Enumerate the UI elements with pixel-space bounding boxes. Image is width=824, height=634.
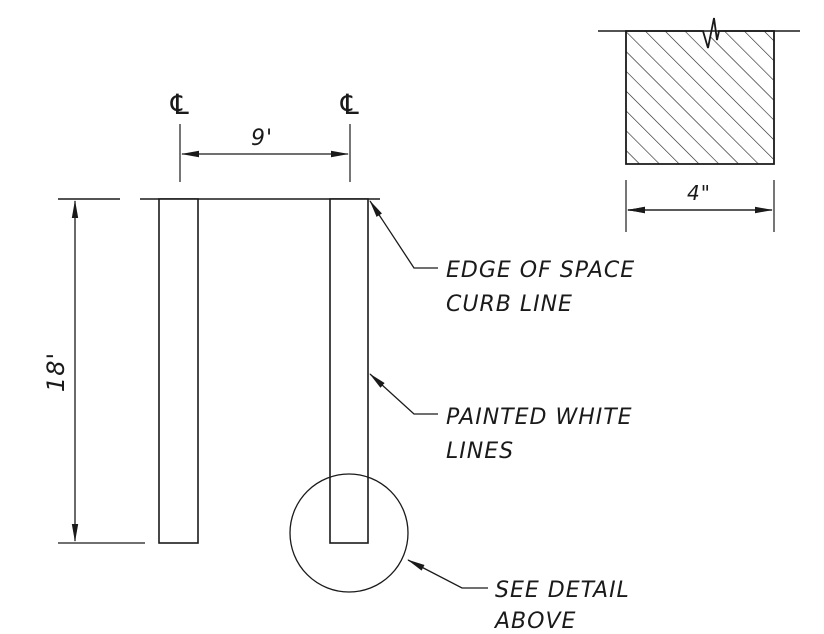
painted-stripe-left bbox=[158, 198, 199, 544]
detail-callout-line-2: ABOVE bbox=[493, 609, 576, 634]
centerline-symbol-left: ℄ bbox=[167, 88, 193, 121]
edge-callout-line-1: EDGE OF SPACE bbox=[446, 258, 635, 283]
edge-callout-leader bbox=[369, 200, 438, 269]
stripe-width-label: 4" bbox=[687, 181, 711, 205]
stripe-section-detail: 4" bbox=[598, 17, 800, 232]
edge-callout-line-2: CURB LINE bbox=[446, 292, 573, 317]
painted-stripe-right bbox=[329, 198, 369, 544]
detail-callout-circle bbox=[289, 473, 409, 593]
detail-callout-line-1: SEE DETAIL bbox=[495, 578, 630, 603]
stripes-callout-leader bbox=[369, 373, 438, 415]
stripes-callout-line-2: LINES bbox=[446, 439, 514, 464]
stripes-callout-line-1: PAINTED WHITE bbox=[446, 405, 633, 430]
stripe-section-hatched bbox=[625, 17, 775, 165]
stripe-spacing-label: 9' bbox=[251, 126, 273, 151]
stall-length-label: 18' bbox=[42, 352, 70, 392]
detail-callout-leader bbox=[407, 559, 488, 589]
spacing-dimension: ℄ ℄ 9' bbox=[167, 88, 363, 182]
stall-plan-view: 18' bbox=[42, 198, 409, 593]
centerline-symbol-right: ℄ bbox=[337, 88, 363, 121]
callouts: EDGE OF SPACE CURB LINE PAINTED WHITE LI… bbox=[369, 200, 635, 634]
